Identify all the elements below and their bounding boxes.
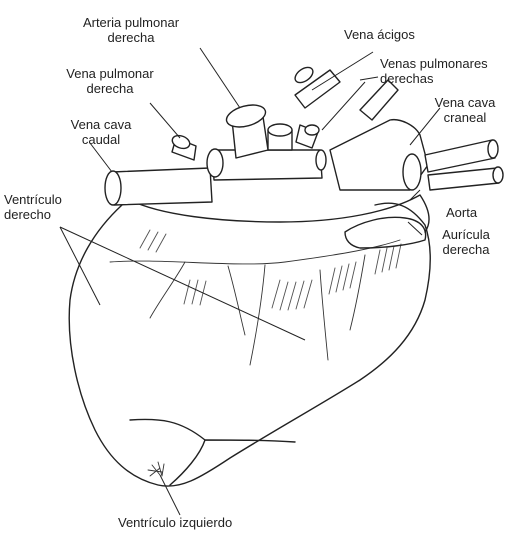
coronary-branch-4 xyxy=(228,266,245,335)
right-pulmonary-veins xyxy=(212,150,322,180)
azygos-vein-upper xyxy=(360,80,398,120)
label-auricula-derecha: Aurícula derecha xyxy=(426,227,506,257)
cranial-vena-cava-opening xyxy=(403,154,421,190)
coronary-branch-1 xyxy=(320,270,328,360)
left-ventricle-margin xyxy=(170,440,295,485)
cranial-branch-upper xyxy=(425,140,495,172)
label-venas-pulmonares-derechas: Venas pulmonares derechas xyxy=(380,56,488,86)
label-vena-cava-caudal: Vena cava caudal xyxy=(56,117,146,147)
caudal-vena-cava-opening xyxy=(105,171,121,205)
label-vena-pulmonar-derecha: Vena pulmonar derecha xyxy=(45,66,175,96)
label-vena-cava-craneal: Vena cava craneal xyxy=(420,95,510,125)
lower-margin xyxy=(130,419,205,440)
apex-mark xyxy=(148,462,164,476)
coronary-branch-2 xyxy=(350,255,365,330)
label-arteria-pulmonar-derecha: Arteria pulmonar derecha xyxy=(66,15,196,45)
caudal-vena-cava xyxy=(112,168,212,205)
label-ventriculo-derecho: Ventrículo derecho xyxy=(4,192,62,222)
label-vena-acigos: Vena ácigos xyxy=(344,27,415,42)
interventricular-vessel xyxy=(250,265,265,365)
cranial-branch-lower xyxy=(428,168,499,190)
right-auricle xyxy=(345,217,426,248)
heart-outline xyxy=(69,203,430,486)
shading-hatching xyxy=(140,230,401,310)
coronary-groove xyxy=(110,240,400,264)
label-aorta: Aorta xyxy=(446,205,477,220)
label-ventriculo-izquierdo: Ventrículo izquierdo xyxy=(118,515,232,530)
